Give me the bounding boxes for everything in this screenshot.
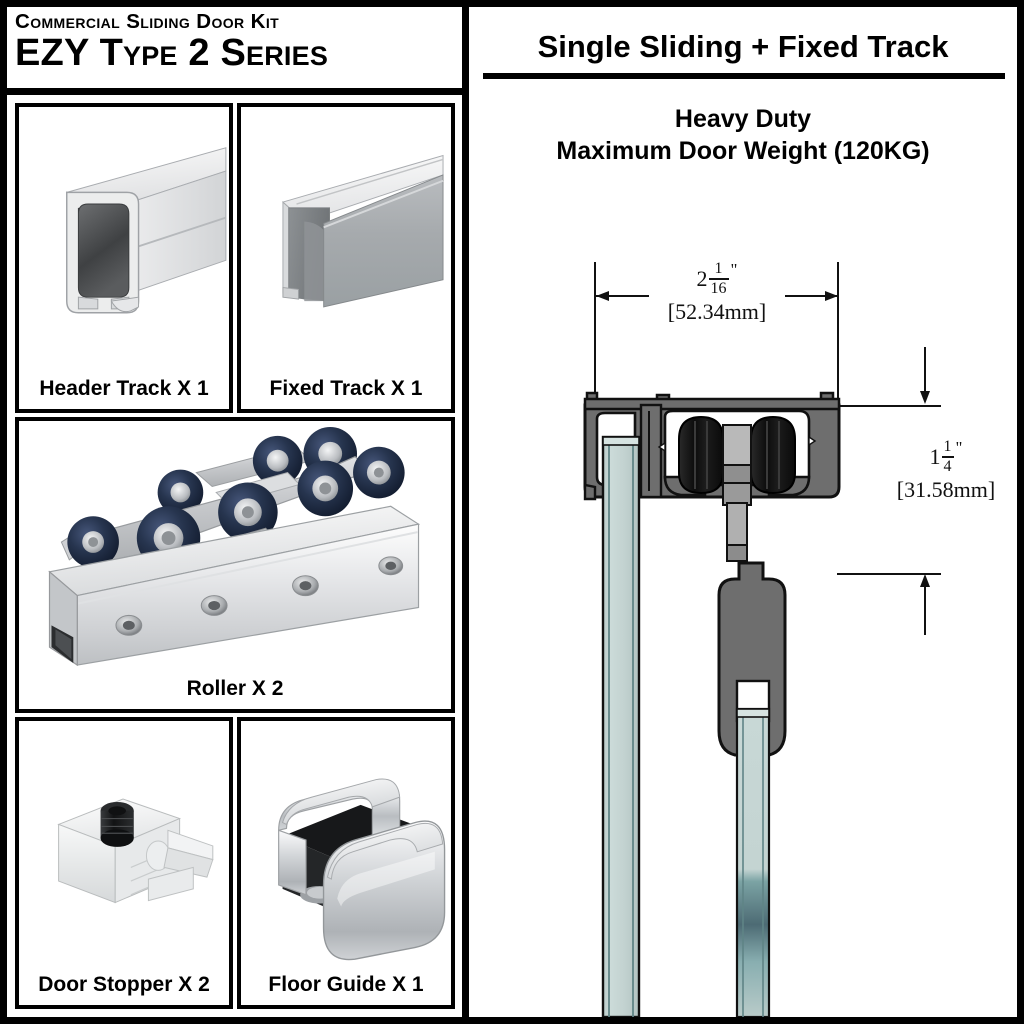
- roller-image: [19, 421, 451, 669]
- width-denominator: 16: [710, 279, 727, 297]
- part-cell-roller: Roller X 2: [15, 417, 455, 713]
- parts-grid: Header Track X 1: [7, 95, 462, 1017]
- parts-list-panel: Commercial Sliding Door Kit EZY Type 2 S…: [7, 7, 462, 1017]
- width-imperial: 2 1 16 ": [649, 261, 785, 297]
- height-denominator: 4: [943, 457, 952, 475]
- cross-section-drawing: [469, 7, 1017, 1019]
- part-label-fixed-track: Fixed Track X 1: [269, 377, 423, 400]
- height-dimension-line-bottom: [924, 583, 926, 635]
- part-cell-header-track: Header Track X 1: [15, 103, 233, 413]
- height-metric: [31.58mm]: [896, 476, 996, 502]
- height-dimension-label: 1 1 4 " [31.58mm]: [881, 439, 1011, 503]
- part-label-door-stopper: Door Stopper X 2: [38, 973, 210, 996]
- width-arrow-left: [596, 291, 609, 301]
- width-fraction: 1 16: [708, 260, 729, 297]
- width-dimension-line-left: [596, 295, 649, 297]
- part-label-roller: Roller X 2: [186, 677, 284, 700]
- fixed-track-image: [241, 107, 451, 369]
- width-inch-mark: ": [730, 260, 738, 279]
- part-cell-door-stopper: Door Stopper X 2: [15, 717, 233, 1009]
- panel-divider: [462, 7, 469, 1017]
- floor-guide-image: [241, 721, 451, 965]
- title-underline: [483, 73, 1005, 79]
- series-title: EZY Type 2 Series: [15, 31, 329, 74]
- height-numerator: 1: [943, 438, 952, 455]
- height-arrow-bottom: [920, 574, 930, 587]
- part-cell-fixed-track: Fixed Track X 1: [237, 103, 455, 413]
- height-arrow-top: [920, 391, 930, 404]
- title-block: Commercial Sliding Door Kit EZY Type 2 S…: [7, 7, 462, 95]
- part-label-header-track: Header Track X 1: [39, 377, 209, 400]
- width-metric: [52.34mm]: [667, 298, 767, 324]
- fraction-bar: [941, 456, 954, 458]
- width-dimension-label: 2 1 16 " [52.34mm]: [649, 261, 785, 325]
- header-track-image: [19, 107, 229, 369]
- section-title: Single Sliding + Fixed Track: [537, 29, 949, 64]
- height-inch-mark: ": [955, 438, 963, 457]
- door-stopper-image: [19, 721, 229, 965]
- width-extension-line-right: [837, 262, 839, 404]
- height-extension-line-top: [837, 405, 941, 407]
- height-whole: 1: [929, 443, 941, 469]
- part-cell-floor-guide: Floor Guide X 1: [237, 717, 455, 1009]
- height-extension-line-bottom: [837, 573, 941, 575]
- section-subtitle: Heavy Duty Maximum Door Weight (120KG): [477, 103, 1009, 167]
- subtitle-line-2: Maximum Door Weight (120KG): [556, 137, 930, 165]
- width-dimension-line-right: [785, 295, 838, 297]
- height-fraction: 1 4: [941, 438, 954, 475]
- fraction-bar: [708, 278, 729, 280]
- subtitle-line-1: Heavy Duty: [674, 105, 812, 133]
- width-whole: 2: [696, 265, 708, 291]
- width-extension-line-left: [594, 262, 596, 404]
- height-imperial: 1 1 4 ": [881, 439, 1011, 475]
- kit-title: Commercial Sliding Door Kit: [15, 10, 280, 33]
- height-dimension-line-top: [924, 347, 926, 397]
- part-label-floor-guide: Floor Guide X 1: [268, 973, 424, 996]
- width-arrow-right: [825, 291, 838, 301]
- width-numerator: 1: [714, 260, 723, 277]
- section-drawing-panel: Single Sliding + Fixed Track Heavy Duty …: [469, 7, 1017, 1019]
